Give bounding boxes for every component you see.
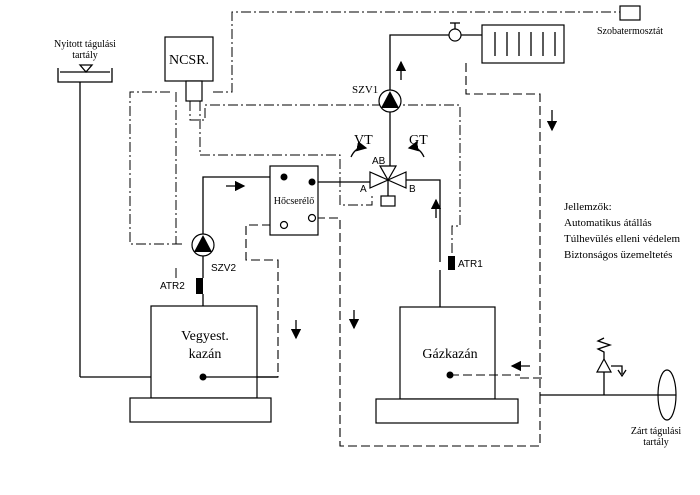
control-wiring	[129, 11, 620, 280]
heat-exchanger	[269, 165, 319, 236]
feature-item: Automatikus átállás	[564, 217, 652, 229]
features-title: Jellemzők:	[564, 201, 612, 213]
valve-port-ab: AB	[372, 156, 386, 167]
room-thermostat	[619, 5, 641, 21]
closed-tank-label-1: Zárt tágulási	[631, 426, 681, 437]
pump-szv1	[378, 89, 402, 113]
open-tank-label-2: tartály	[72, 50, 98, 61]
closed-expansion-tank	[657, 369, 677, 421]
atr2-sensor	[196, 278, 203, 294]
atr1-sensor	[448, 256, 455, 270]
atr1-label: ATR1	[458, 259, 483, 270]
gas-boiler	[375, 306, 519, 424]
valve-port-b: B	[409, 184, 416, 195]
solid-fuel-boiler-label-1: Vegyest.	[181, 329, 229, 344]
valve-port-a: A	[360, 184, 367, 195]
pump-szv2	[191, 233, 215, 257]
closed-tank-label-2: tartály	[643, 437, 669, 448]
atr2-label: ATR2	[160, 281, 185, 292]
heat-exchanger-label: Hőcserélő	[274, 196, 315, 207]
gt-arrow	[407, 141, 425, 158]
pump-szv1-label: SZV1	[352, 84, 378, 96]
radiator	[481, 24, 565, 64]
flow-arrows	[226, 60, 558, 372]
gt-label: GT	[409, 133, 428, 148]
pump-szv2-label: SZV2	[211, 263, 236, 274]
thermostat-label: Szobatermosztát	[597, 26, 663, 37]
features-list: Jellemzők: Automatikus átállás Túlhevülé…	[564, 201, 681, 261]
controller-label: NCSR.	[169, 53, 209, 68]
vt-arrow	[350, 141, 368, 158]
controller-terminal	[185, 80, 203, 102]
radiator-valve	[448, 22, 462, 42]
solid-fuel-boiler	[129, 305, 272, 423]
gas-boiler-label: Gázkazán	[422, 347, 477, 362]
vt-label: VT	[354, 133, 373, 148]
feature-item: Biztonságos üzemeltetés	[564, 249, 672, 261]
three-way-valve	[369, 165, 407, 207]
safety-valve	[540, 337, 660, 396]
solid-fuel-boiler-label-2: kazán	[189, 347, 222, 362]
return-pipes	[245, 63, 545, 447]
open-tank-label-1: Nyitott tágulási	[54, 39, 116, 50]
feature-item: Túlhevülés elleni védelem	[564, 233, 681, 245]
